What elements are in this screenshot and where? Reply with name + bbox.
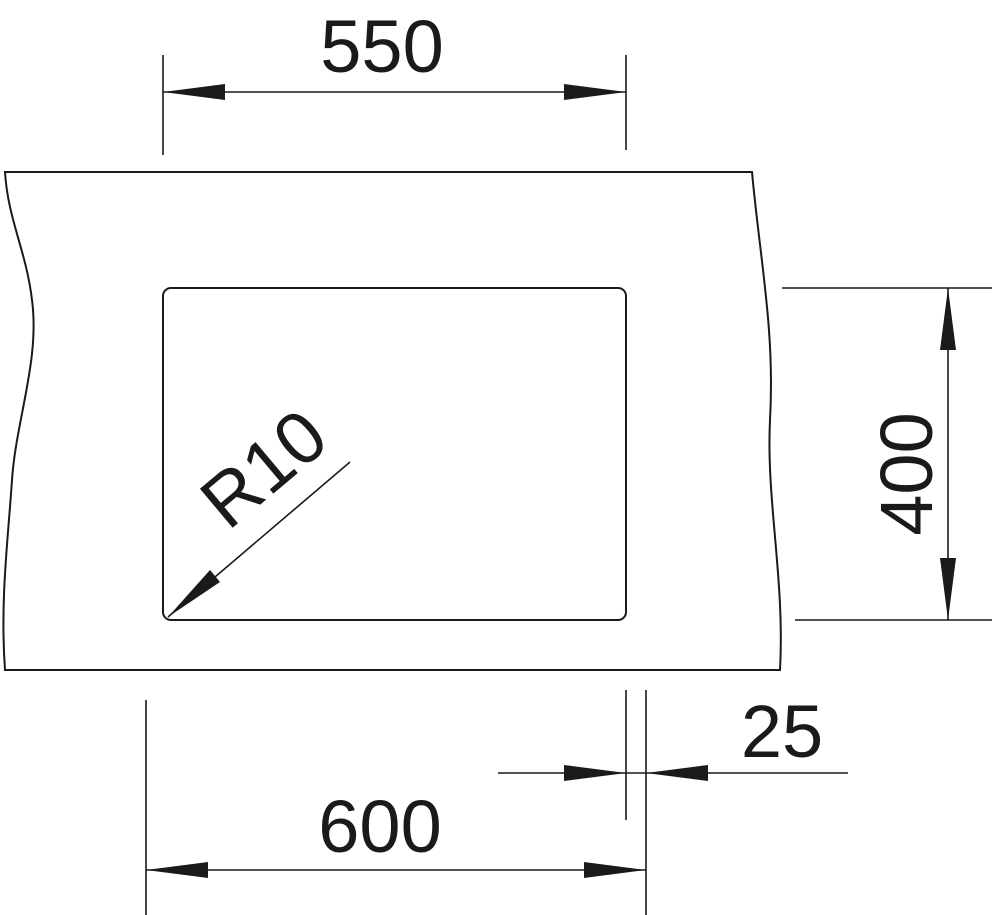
arrow-icon bbox=[646, 765, 708, 781]
dimension-600: 600 bbox=[145, 690, 647, 915]
arrow-icon bbox=[940, 558, 956, 620]
dimension-400: 400 bbox=[782, 287, 992, 621]
arrow-icon bbox=[564, 765, 626, 781]
dimension-label-25: 25 bbox=[741, 690, 823, 773]
arrow-icon bbox=[168, 570, 220, 617]
arrow-icon bbox=[940, 288, 956, 350]
dimension-label-400: 400 bbox=[865, 412, 948, 535]
countertop-outline bbox=[2, 171, 782, 671]
arrow-icon bbox=[564, 84, 626, 100]
dimension-label-550: 550 bbox=[320, 5, 443, 88]
dimension-label-r10: R10 bbox=[185, 393, 342, 544]
dimension-550: 550 bbox=[162, 5, 627, 155]
dimension-r10: R10 bbox=[167, 393, 351, 618]
arrow-icon bbox=[163, 84, 225, 100]
sink-bowl bbox=[162, 287, 627, 621]
arrow-icon bbox=[584, 862, 646, 878]
dimension-label-600: 600 bbox=[318, 785, 441, 868]
dimension-25: 25 bbox=[498, 690, 848, 781]
arrow-icon bbox=[146, 862, 208, 878]
